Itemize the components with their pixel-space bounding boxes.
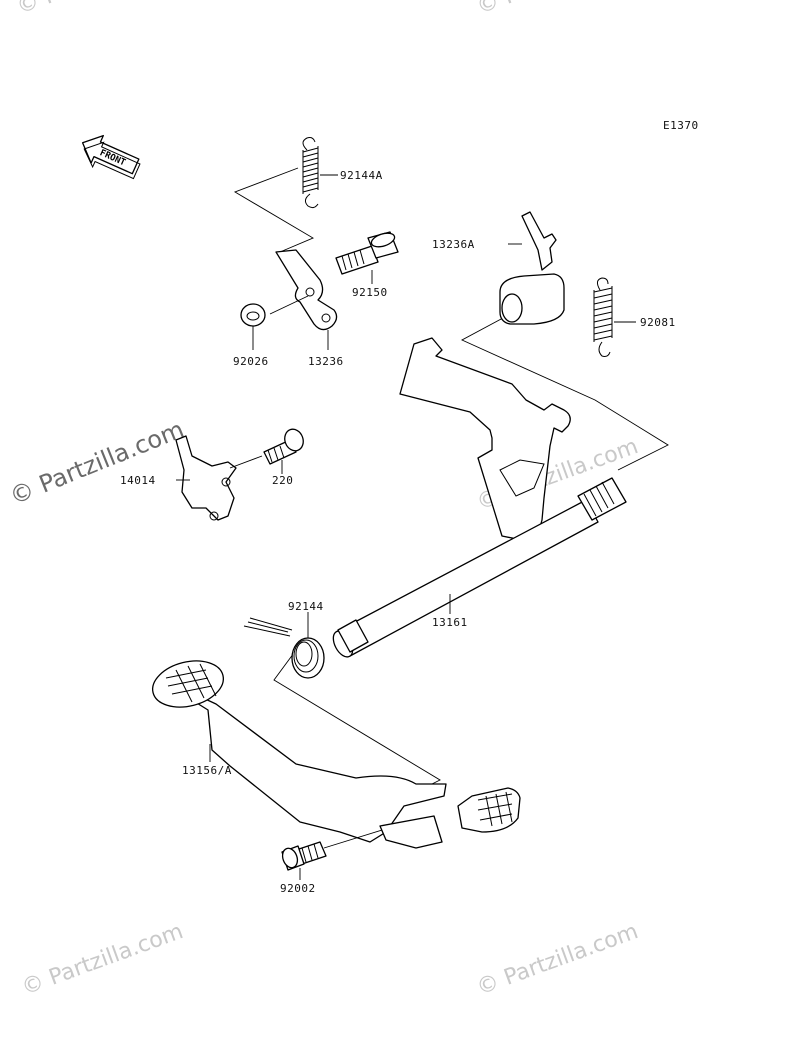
label-92026: 92026 xyxy=(233,355,269,368)
front-arrow-icon: FRONT xyxy=(81,134,141,180)
bolt-92002-icon xyxy=(281,841,327,871)
label-13161: 13161 xyxy=(432,616,468,629)
label-220: 220 xyxy=(272,474,293,487)
watermark-main: © Partzilla.com xyxy=(6,415,188,510)
label-13236: 13236 xyxy=(308,355,344,368)
watermark-bottom-left: © Partzilla.com xyxy=(19,919,187,1001)
label-92002: 92002 xyxy=(280,882,316,895)
label-92150: 92150 xyxy=(352,286,388,299)
label-14014: 14014 xyxy=(120,474,156,487)
pedal-13156a-icon xyxy=(152,660,521,849)
watermark-bottom-right: © Partzilla.com xyxy=(474,919,642,1001)
watermark-top-right: © Partzilla.com xyxy=(474,0,642,20)
label-13156a: 13156/A xyxy=(182,764,232,777)
label-92144a: 92144A xyxy=(340,169,383,182)
label-92081: 92081 xyxy=(640,316,676,329)
spring-92144-icon xyxy=(243,617,325,679)
spring-92081-icon xyxy=(593,277,613,357)
spring-92144a-icon xyxy=(302,137,319,209)
lever-13236-icon xyxy=(275,249,338,331)
bolt-220-icon xyxy=(263,428,304,465)
bolt-92150-icon xyxy=(335,231,399,275)
arm-13236a-icon xyxy=(499,211,565,325)
washer-92026-icon xyxy=(240,303,266,327)
shaft-13161-icon xyxy=(332,337,627,658)
label-92144: 92144 xyxy=(288,600,324,613)
watermark-top-left: © Partzilla.com xyxy=(14,0,182,20)
label-13236a: 13236A xyxy=(432,238,475,251)
plate-14014-icon xyxy=(175,435,237,521)
diagram-code: E1370 xyxy=(663,119,699,132)
